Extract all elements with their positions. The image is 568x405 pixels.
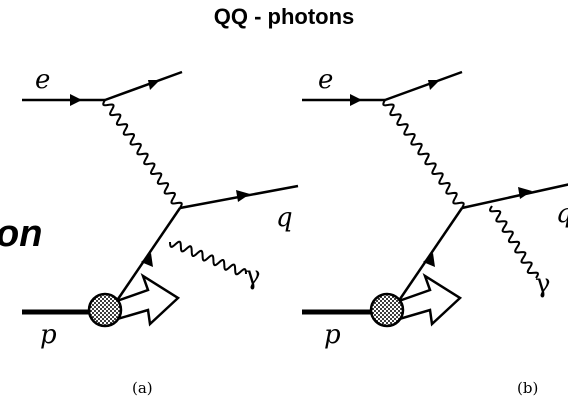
real-photon-line xyxy=(489,205,539,279)
virtual-photon-line xyxy=(382,99,465,209)
struck-quark-line xyxy=(114,207,182,303)
diagram-b xyxy=(302,70,568,328)
photon-label-a: γ xyxy=(245,261,261,291)
page-title: QQ - photons xyxy=(213,4,355,29)
outgoing-electron-line xyxy=(104,70,183,102)
real-photon-line xyxy=(169,240,247,276)
proton-remnant-arrow xyxy=(112,273,181,327)
cut-off-word: on xyxy=(0,213,43,255)
diagram-a xyxy=(22,70,299,328)
quark-label-b: q xyxy=(556,199,568,229)
photon-label-b: γ xyxy=(535,269,551,299)
proton-blob xyxy=(87,292,123,328)
arrow-icon xyxy=(350,94,362,106)
outgoing-quark-line xyxy=(461,183,568,210)
proton-label-a: p xyxy=(40,320,57,350)
arrow-icon xyxy=(428,80,440,90)
arrow-icon xyxy=(423,253,435,267)
virtual-photon-line xyxy=(102,99,183,209)
proton-remnant-arrow xyxy=(394,273,463,327)
proton-label-b: p xyxy=(324,320,341,350)
struck-quark-line xyxy=(396,207,464,303)
proton-blob xyxy=(369,292,405,328)
arrow-icon xyxy=(236,190,250,202)
caption-b: (b) xyxy=(517,379,538,397)
arrow-icon xyxy=(518,187,532,199)
arrow-icon xyxy=(70,94,82,106)
arrow-icon xyxy=(141,253,153,267)
electron-label-a: e xyxy=(35,65,50,95)
arrow-icon xyxy=(148,80,160,90)
quark-label-a: q xyxy=(276,203,293,233)
electron-label-b: e xyxy=(318,65,333,95)
outgoing-electron-line xyxy=(384,70,463,102)
caption-a: (a) xyxy=(132,379,153,397)
